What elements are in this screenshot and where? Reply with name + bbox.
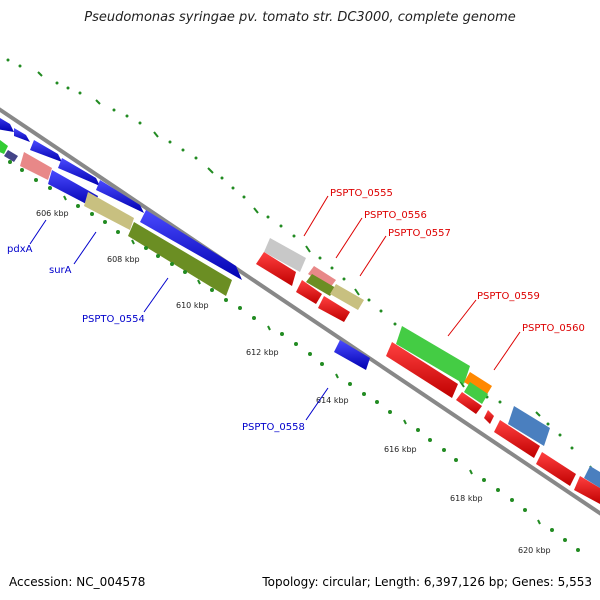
cds-feature[interactable] <box>318 296 350 322</box>
tick-label: 612 kbp <box>246 348 279 357</box>
cds-feature[interactable] <box>140 210 242 280</box>
cds-feature[interactable] <box>58 158 100 186</box>
cds-feature[interactable] <box>386 342 458 398</box>
inner-tick-track <box>8 160 580 552</box>
tick-label: 618 kbp <box>450 494 483 503</box>
cds-feature[interactable] <box>30 140 62 162</box>
cds-feature[interactable] <box>464 382 488 404</box>
cds-feature[interactable] <box>494 420 540 458</box>
genome-backbone <box>0 107 600 516</box>
gene-label-PSPTO_0556[interactable]: PSPTO_0556 <box>364 210 427 221</box>
tick-label: 608 kbp <box>107 255 140 264</box>
cds-feature[interactable] <box>296 280 322 304</box>
cds-feature[interactable] <box>84 192 134 230</box>
cds-feature[interactable] <box>306 274 336 296</box>
forward-strand-features <box>0 112 600 488</box>
cds-feature[interactable] <box>308 266 336 288</box>
cds-feature[interactable] <box>396 326 470 384</box>
tick-label: 606 kbp <box>36 209 69 218</box>
cds-feature[interactable] <box>456 392 482 414</box>
cds-feature[interactable] <box>334 340 370 370</box>
gene-labels: pdxA surA PSPTO_0554 PSPTO_0558 PSPTO_05… <box>7 188 585 433</box>
cds-feature[interactable] <box>264 238 306 272</box>
label-leaders-reverse <box>303 195 521 371</box>
gene-label-surA[interactable]: surA <box>49 265 72 276</box>
map-title: Pseudomonas syringae pv. tomato str. DC3… <box>84 10 516 25</box>
cds-feature[interactable] <box>0 112 14 132</box>
gene-label-PSPTO_0560[interactable]: PSPTO_0560 <box>522 323 585 334</box>
cds-feature[interactable] <box>96 180 144 213</box>
cds-feature[interactable] <box>508 406 550 446</box>
cds-feature[interactable] <box>48 170 98 208</box>
cds-feature[interactable] <box>464 372 492 396</box>
gene-label-PSPTO_0558[interactable]: PSPTO_0558 <box>242 422 305 433</box>
cds-feature[interactable] <box>574 476 600 504</box>
gene-label-PSPTO_0559[interactable]: PSPTO_0559 <box>477 291 540 302</box>
cds-feature[interactable] <box>14 128 30 142</box>
cds-feature[interactable] <box>0 140 8 154</box>
accession-text: Accession: NC_004578 <box>9 575 146 589</box>
gene-label-PSPTO_0555[interactable]: PSPTO_0555 <box>330 188 393 199</box>
tick-label: 620 kbp <box>518 546 551 555</box>
cds-feature[interactable] <box>256 252 296 286</box>
cds-feature[interactable] <box>484 410 494 424</box>
tick-label: 616 kbp <box>384 445 417 454</box>
cds-feature[interactable] <box>330 284 364 310</box>
reverse-strand-features <box>256 252 600 504</box>
cds-feature[interactable] <box>584 466 600 488</box>
tick-labels: 606 kbp 608 kbp 610 kbp 612 kbp 614 kbp … <box>36 209 551 555</box>
cds-feature[interactable] <box>128 222 232 296</box>
gene-label-pdxA[interactable]: pdxA <box>7 244 33 255</box>
label-leaders-forward <box>29 219 329 421</box>
tick-label: 610 kbp <box>176 301 209 310</box>
tick-label: 614 kbp <box>316 396 349 405</box>
cds-feature[interactable] <box>4 150 18 162</box>
cds-feature[interactable] <box>536 452 576 486</box>
gene-label-PSPTO_0554[interactable]: PSPTO_0554 <box>82 314 145 325</box>
gene-label-PSPTO_0557[interactable]: PSPTO_0557 <box>388 228 451 239</box>
genome-stats-text: Topology: circular; Length: 6,397,126 bp… <box>262 575 592 589</box>
cds-feature[interactable] <box>20 152 52 180</box>
